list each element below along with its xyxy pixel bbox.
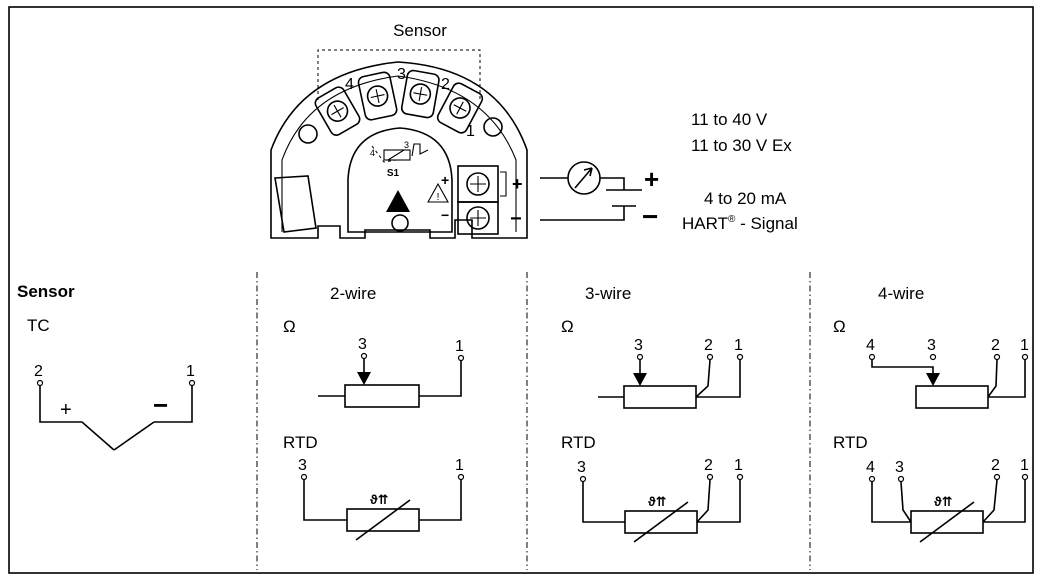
rtd-label-3wire: RTD (561, 433, 596, 452)
inner-plus: + (441, 172, 449, 188)
inner-window (347, 127, 453, 233)
tc-terminal-2: 2 (34, 363, 43, 380)
rtd-term-3-4wire: 3 (895, 459, 904, 476)
rtd-term-4-4wire: 4 (866, 459, 875, 476)
potentiometer-4wire (915, 385, 989, 409)
mount-hole-left (298, 124, 318, 144)
ohm-term-2-4wire: 2 (991, 337, 1000, 354)
terminal-num-1: 1 (466, 123, 475, 140)
tc-plus: + (60, 399, 72, 421)
rtd-symbol-3wire: ϑ⇈ (648, 494, 667, 509)
ohm-term-4-4wire: 4 (866, 337, 875, 354)
esd-warning-icon (386, 190, 410, 212)
terminal-num-3: 3 (397, 66, 406, 83)
terminal-num-2: 2 (441, 76, 450, 93)
housing-slot (274, 175, 317, 233)
ohm-term-1-2wire: 1 (455, 338, 464, 355)
ohm-symbol-4wire: Ω (833, 317, 846, 336)
three-wire-section: 3-wire Ω 3 2 1 RTD 3 2 1 ϑ⇈ (561, 284, 744, 543)
supply-voltage: 11 to 40 V (691, 110, 768, 129)
inner-minus: − (441, 207, 449, 223)
loop-circuit: + − (540, 161, 659, 232)
ohm-symbol-3wire: Ω (561, 317, 574, 336)
rtd-term-1-4wire: 1 (1020, 457, 1029, 474)
ohm-symbol-2wire: Ω (283, 317, 296, 336)
sensor-top-label: Sensor (393, 21, 447, 40)
rtd-label-4wire: RTD (833, 433, 868, 452)
hart-signal: HART® - Signal (682, 214, 798, 233)
ohm-term-3-3wire: 3 (634, 337, 643, 354)
col-title-4wire: 4-wire (878, 284, 924, 303)
ohm-term-1-3wire: 1 (734, 337, 743, 354)
sensor-terminals (314, 69, 484, 136)
mount-hole-right (483, 117, 503, 137)
rtd-term-3-2wire: 3 (298, 457, 307, 474)
switch-s1: 4 3 S1 (370, 140, 429, 179)
terminal-num-4: 4 (345, 76, 354, 93)
ohm-term-2-3wire: 2 (704, 337, 713, 354)
tc-wire-minus-thick (113, 421, 155, 451)
rtd-term-1-3wire: 1 (734, 457, 743, 474)
terminal-minus: − (510, 208, 522, 230)
two-wire-section: 2-wire Ω 3 1 RTD 3 1 ϑ⇈ (283, 284, 465, 541)
terminal-plus: + (512, 174, 523, 194)
ohm-term-1-4wire: 1 (1020, 337, 1029, 354)
ohm-term-3-2wire: 3 (358, 336, 367, 353)
col-title-3wire: 3-wire (585, 284, 631, 303)
col-title-2wire: 2-wire (330, 284, 376, 303)
housing-outline (270, 61, 528, 239)
rtd-symbol-4wire: ϑ⇈ (934, 494, 953, 509)
transmitter-head: Sensor 4 3 2 1 4 (270, 21, 528, 239)
housing-inner (281, 75, 517, 232)
rtd-label-2wire: RTD (283, 433, 318, 452)
sensor-bracket (317, 49, 481, 100)
four-wire-section: 4-wire Ω 4 3 2 1 RTD 4 3 2 1 ϑ⇈ (833, 284, 1029, 543)
rtd-term-2-3wire: 2 (704, 457, 713, 474)
rtd-term-3-3wire: 3 (577, 459, 586, 476)
supply-plus: + (644, 164, 659, 194)
switch-pin-4: 4 (370, 148, 375, 158)
tc-wire-plus (39, 386, 115, 451)
tc-terminal-1: 1 (186, 363, 195, 380)
supply-minus: − (642, 201, 658, 232)
switch-label: S1 (387, 168, 400, 179)
diagram-border (8, 6, 1034, 574)
caution-icon (427, 182, 449, 203)
tc-wire-minus (154, 386, 193, 423)
power-terminals (457, 165, 507, 235)
rtd-term-1-2wire: 1 (455, 457, 464, 474)
thermocouple-section: Sensor TC 2 1 + − (17, 282, 196, 451)
caution-mark: ! (437, 192, 440, 203)
tc-minus: − (153, 390, 168, 420)
signal-current: 4 to 20 mA (704, 189, 787, 208)
sensor-section-title: Sensor (17, 282, 75, 301)
rtd-symbol-2wire: ϑ⇈ (370, 492, 389, 507)
rtd-term-2-4wire: 2 (991, 457, 1000, 474)
tc-label: TC (27, 316, 50, 335)
switch-pin-3: 3 (404, 140, 409, 150)
potentiometer-3wire (623, 385, 697, 409)
mount-hole-bottom (391, 214, 409, 232)
supply-voltage-ex: 11 to 30 V Ex (691, 136, 792, 155)
potentiometer-2wire (344, 384, 420, 408)
ohm-term-3-4wire: 3 (927, 337, 936, 354)
